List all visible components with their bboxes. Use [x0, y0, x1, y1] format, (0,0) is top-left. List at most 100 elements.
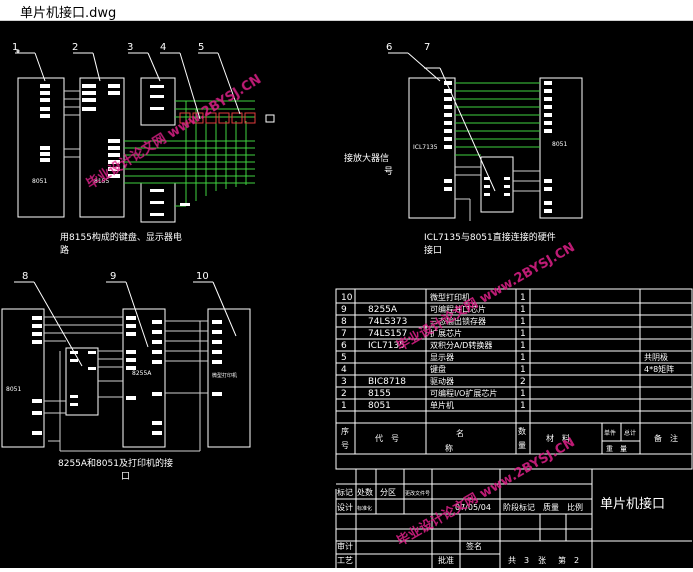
- bom-row-no: 4: [341, 365, 347, 375]
- caption-keyboard-display-line2: 路: [60, 244, 69, 256]
- chip-8051-c[interactable]: [1, 308, 45, 448]
- tb-sheet-unit: 张: [538, 556, 546, 565]
- bom-row-no: 8: [341, 317, 347, 327]
- tb-change-doc: 更改文件号: [405, 490, 430, 497]
- chip-8051-a[interactable]: [17, 77, 65, 218]
- caption-8255-line2: 口: [121, 472, 130, 482]
- caption-keyboard-display-line1: 用8155构成的键盘、显示器电: [60, 231, 182, 243]
- bom-row-name: 扩展芯片: [430, 328, 462, 338]
- bom-row-no: 7: [341, 329, 347, 339]
- tb-mass: 质量: [543, 502, 559, 512]
- bom-row-code: 8155: [368, 389, 391, 399]
- bom-header-qty: 数: [518, 426, 526, 436]
- label-icl7135: ICL7135: [413, 144, 438, 151]
- bom-row-name: 微型打印机: [430, 292, 470, 302]
- bom-row-qty: 1: [520, 389, 526, 399]
- bom-row-name: 双积分A/D转换器: [430, 340, 492, 350]
- callout-7: 7: [424, 42, 430, 53]
- label-8051-a: 8051: [32, 178, 47, 185]
- callout-5: 5: [198, 42, 204, 53]
- label-8155: 8155: [94, 178, 109, 185]
- bom-row-code: 8051: [368, 401, 391, 411]
- drawing-canvas[interactable]: 1 2 3 4 5 6 7 8 9 10 8051 8155 ICL7135 8…: [0, 21, 693, 568]
- tb-review: 审计: [337, 541, 353, 551]
- printer-box[interactable]: [207, 308, 251, 448]
- bom-row-qty: 1: [520, 329, 526, 339]
- callout-2: 2: [72, 42, 78, 53]
- bom-row-qty: 1: [520, 365, 526, 375]
- window-title: 单片机接口.dwg: [20, 6, 117, 21]
- caption-icl7135-line2: 接口: [424, 244, 442, 256]
- bom-row-qty: 1: [520, 341, 526, 351]
- bom-header-seq: 序: [341, 426, 349, 436]
- bom-row-note: 共阴极: [644, 352, 668, 362]
- tb-mark: 标记: [337, 487, 353, 497]
- tb-count: 处数: [357, 487, 373, 497]
- callout-4: 4: [160, 42, 166, 53]
- callout-1: 1: [12, 42, 18, 53]
- bom-row-name: 单片机: [430, 400, 454, 410]
- bom-header-unit: 单件: [604, 429, 616, 437]
- tb-design: 设计: [337, 502, 353, 512]
- bom-row-no: 1: [341, 401, 347, 411]
- bom-row-qty: 1: [520, 305, 526, 315]
- tb-total-label: 共: [508, 556, 516, 565]
- amp-label-line1: 接放大器信: [344, 152, 389, 164]
- caption-icl7135-line1: ICL7135与8051直接连接的硬件: [424, 231, 556, 243]
- callout-8: 8: [22, 271, 28, 282]
- bom-header-weight: 重 量: [606, 445, 627, 453]
- bom-row-name: 可编程I/O扩展芯片: [430, 388, 497, 398]
- callout-9: 9: [110, 271, 116, 282]
- bom-row-name: 键盘: [430, 364, 446, 374]
- bom-row-name: 显示器: [430, 353, 454, 362]
- tb-scale: 比例: [567, 502, 583, 512]
- callout-3: 3: [127, 42, 133, 53]
- bom-header-code: 代 号: [375, 433, 399, 443]
- bom-row-no: 5: [341, 353, 347, 363]
- bom-row-qty: 1: [520, 293, 526, 303]
- chip-8051-b[interactable]: [539, 77, 583, 219]
- chip-74ls157[interactable]: [480, 156, 514, 213]
- chip-8255a[interactable]: [122, 308, 166, 448]
- bom-row-note: 4*8矩阵: [644, 364, 674, 374]
- bom-row-code: ICL7135: [368, 341, 405, 351]
- bom-header-name-2: 称: [445, 443, 453, 453]
- bom-row-qty: 2: [520, 377, 526, 387]
- bom-row-no: 2: [341, 389, 347, 399]
- bom-header-qty-2: 量: [518, 441, 526, 450]
- amp-label-line2: 号: [384, 166, 393, 177]
- label-8051-b: 8051: [552, 141, 567, 148]
- callout-6: 6: [386, 42, 392, 53]
- tb-approve: 批准: [438, 555, 454, 565]
- tb-total-num: 3: [524, 556, 529, 565]
- drawing-name: 单片机接口: [600, 496, 665, 512]
- bom-header-seq-2: 号: [341, 441, 349, 450]
- tb-sign: 签名: [466, 541, 482, 551]
- bom-row-name: 可编程并口芯片: [430, 304, 486, 314]
- callout-10: 10: [196, 271, 209, 282]
- bom-header-name: 名: [456, 428, 464, 438]
- tb-date: 07/05/04: [455, 503, 491, 512]
- cad-drawing: 1 2 3 4 5 6 7 8 9 10 8051 8155 ICL7135 8…: [1, 42, 693, 568]
- bom-row-qty: 1: [520, 353, 526, 363]
- bom-row-qty: 1: [520, 401, 526, 411]
- tb-zone: 分区: [380, 488, 396, 497]
- chip-icl7135[interactable]: [408, 77, 456, 219]
- bom-row-name: 驱动器: [430, 376, 454, 386]
- bom-row-no: 3: [341, 377, 347, 387]
- label-8051-c: 8051: [6, 386, 21, 393]
- bom-header-total: 总计: [624, 429, 636, 437]
- tb-craft: 工艺: [337, 556, 353, 565]
- watermark-1: 毕业设计论文网 www.2BYSJ.CN: [84, 71, 265, 192]
- bom-row-code: 8255A: [368, 305, 398, 315]
- bom-header-material: 材 料: [546, 433, 570, 443]
- bom-row-name: 三态输出锁存器: [430, 316, 486, 326]
- tb-standardize: 标准化: [357, 505, 372, 512]
- bom-row-code: 74LS373: [368, 317, 407, 327]
- window-title-bar: 单片机接口.dwg: [0, 0, 693, 21]
- caption-8255-line1: 8255A和8051及打印机的接: [58, 457, 173, 469]
- label-printer: 微型打印机: [212, 372, 237, 379]
- watermark-2: 毕业设计论文网 www.2BYSJ.CN: [394, 239, 578, 354]
- bom-row-code: 74LS157: [368, 329, 407, 339]
